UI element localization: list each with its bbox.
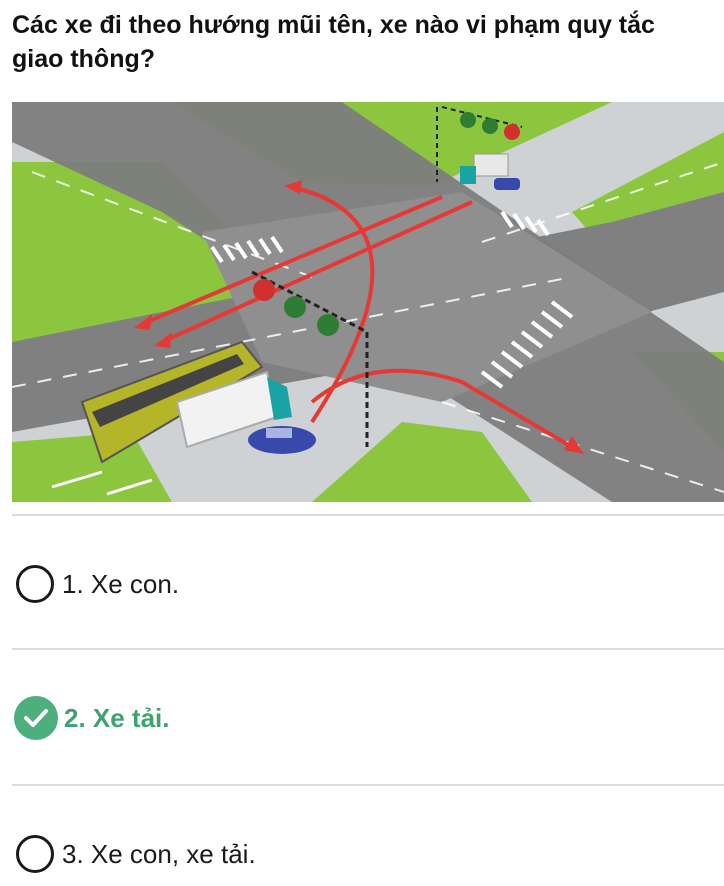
- divider: [12, 784, 724, 786]
- traffic-light-icon: [251, 270, 369, 447]
- radio-icon[interactable]: [16, 565, 54, 603]
- option-label: 3. Xe con, xe tải.: [62, 838, 256, 869]
- radio-icon[interactable]: [16, 835, 54, 873]
- question-text: Các xe đi theo hướng mũi tên, xe nào vi …: [12, 11, 655, 73]
- bus-icon: [80, 340, 264, 464]
- divider: [12, 514, 724, 516]
- option-label: 1. Xe con.: [62, 568, 180, 599]
- option-2[interactable]: 2. Xe tải.: [12, 690, 712, 746]
- intersection-illustration: [12, 102, 724, 502]
- option-3[interactable]: 3. Xe con, xe tải.: [12, 826, 712, 882]
- truck-icon: [460, 153, 509, 184]
- option-1[interactable]: 1. Xe con.: [12, 556, 712, 612]
- checkmark-icon[interactable]: [14, 696, 58, 740]
- car-icon: [248, 426, 316, 454]
- option-label: 2. Xe tải.: [64, 702, 170, 733]
- divider: [12, 648, 724, 650]
